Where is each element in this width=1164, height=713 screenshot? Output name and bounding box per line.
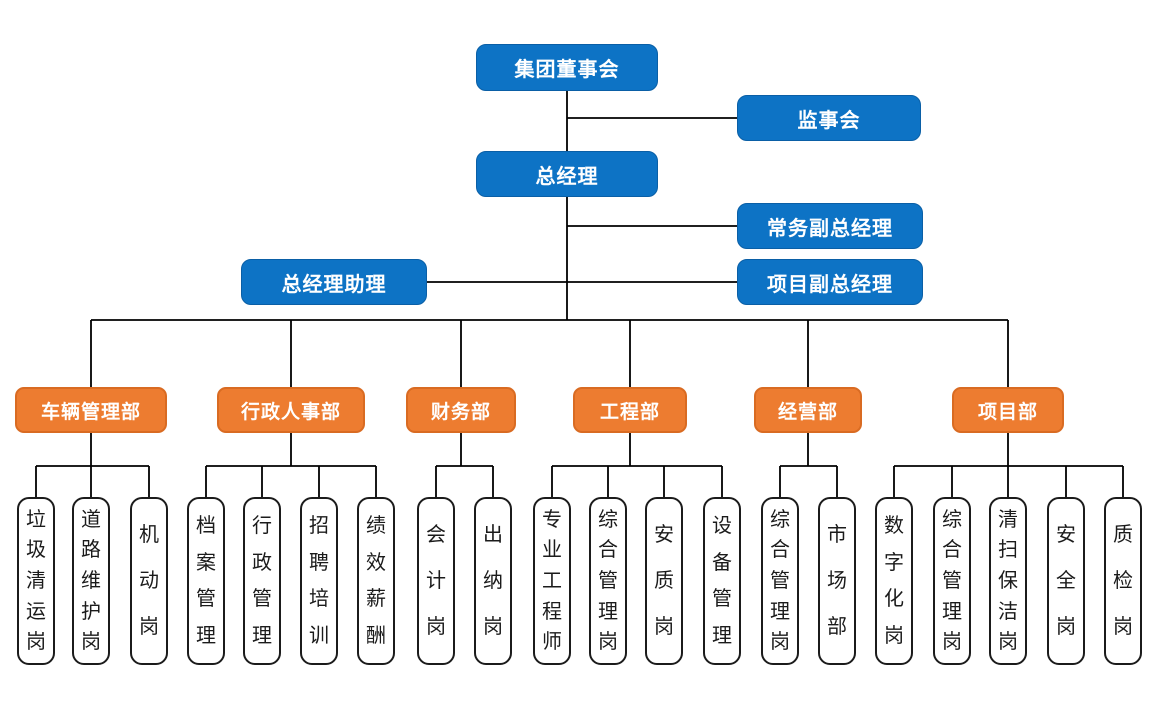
position-box: 绩效薪酬 xyxy=(357,497,395,665)
dept-project: 项目部 xyxy=(952,387,1064,433)
dept-admin-hr: 行政人事部 xyxy=(217,387,365,433)
position-box: 档案管理 xyxy=(187,497,225,665)
node-group-board: 集团董事会 xyxy=(476,44,658,91)
position-box: 质检岗 xyxy=(1104,497,1142,665)
position-box: 机动岗 xyxy=(130,497,168,665)
position-box: 综合管理岗 xyxy=(933,497,971,665)
position-box: 设备管理 xyxy=(703,497,741,665)
node-project-deputy-gm: 项目副总经理 xyxy=(737,259,923,305)
position-box: 数字化岗 xyxy=(875,497,913,665)
dept-vehicle-management: 车辆管理部 xyxy=(15,387,167,433)
position-box: 综合管理岗 xyxy=(589,497,627,665)
node-general-manager: 总经理 xyxy=(476,151,658,197)
position-box: 招聘培训 xyxy=(300,497,338,665)
position-box: 专业工程师 xyxy=(533,497,571,665)
position-box: 垃圾清运岗 xyxy=(17,497,55,665)
dept-engineering: 工程部 xyxy=(573,387,687,433)
dept-finance: 财务部 xyxy=(406,387,516,433)
position-box: 出纳岗 xyxy=(474,497,512,665)
position-box: 安全岗 xyxy=(1047,497,1085,665)
node-supervisory-board: 监事会 xyxy=(737,95,921,141)
position-box: 清扫保洁岗 xyxy=(989,497,1027,665)
position-box: 市场部 xyxy=(818,497,856,665)
position-box: 会计岗 xyxy=(417,497,455,665)
dept-operations: 经营部 xyxy=(754,387,862,433)
position-box: 综合管理岗 xyxy=(761,497,799,665)
position-box: 道路维护岗 xyxy=(72,497,110,665)
node-gm-assistant: 总经理助理 xyxy=(241,259,427,305)
node-executive-deputy-gm: 常务副总经理 xyxy=(737,203,923,249)
position-box: 行政管理 xyxy=(243,497,281,665)
position-box: 安质岗 xyxy=(645,497,683,665)
